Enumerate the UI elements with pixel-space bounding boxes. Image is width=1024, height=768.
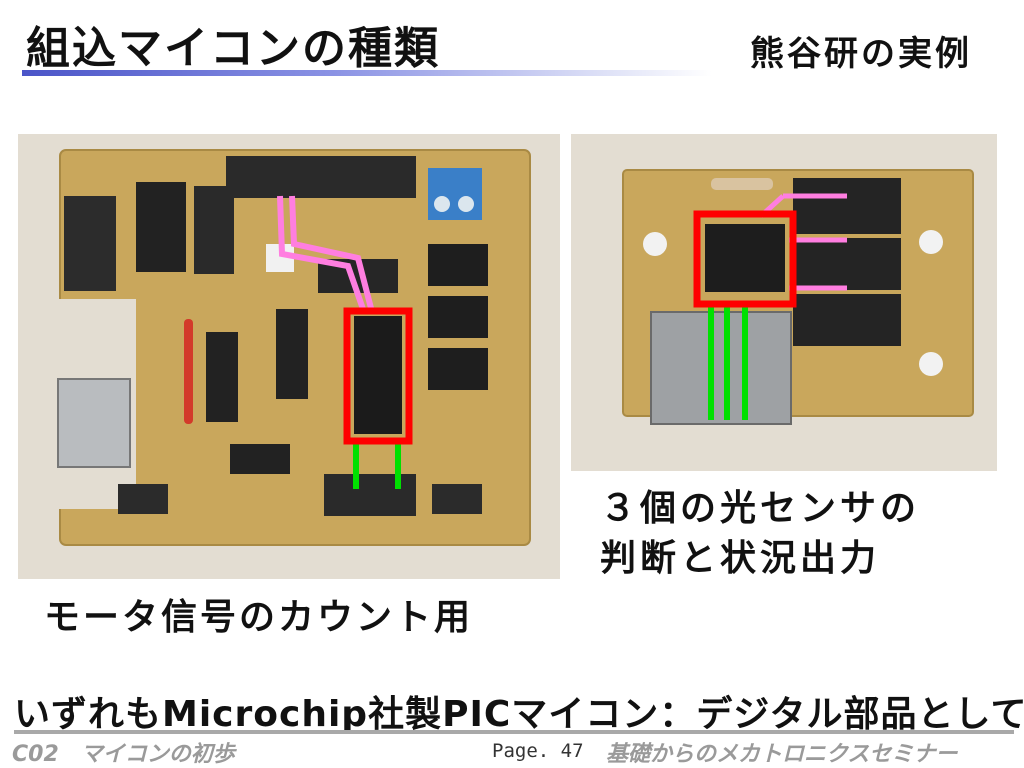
slide-title: 組込マイコンの種類 bbox=[26, 23, 440, 74]
footer-page-number: Page. 47 bbox=[492, 740, 584, 762]
caption-right-line-2: 判断と状況出力 bbox=[600, 538, 881, 579]
pcb-illustration-left bbox=[18, 134, 560, 579]
photo-pcb-motor-counter bbox=[18, 134, 560, 579]
caption-motor-counter: モータ信号のカウント用 bbox=[44, 597, 474, 638]
footer-section-label: C02 マイコンの初歩 bbox=[12, 742, 235, 767]
title-underline bbox=[22, 70, 712, 76]
photo-pcb-light-sensors bbox=[571, 134, 997, 471]
slide-subtitle: 熊谷研の実例 bbox=[750, 34, 972, 74]
footer-divider bbox=[14, 730, 1014, 734]
pcb-illustration-right bbox=[571, 134, 997, 471]
summary-statement: いずれもMicrochip社製PICマイコン：デジタル部品として bbox=[14, 694, 1024, 735]
footer-seminar-title: 基礎からのメカトロニクスセミナー bbox=[606, 742, 958, 767]
caption-right-line-1: ３個の光センサの bbox=[600, 488, 921, 529]
caption-light-sensors: ３個の光センサの 判断と状況出力 bbox=[600, 484, 920, 584]
